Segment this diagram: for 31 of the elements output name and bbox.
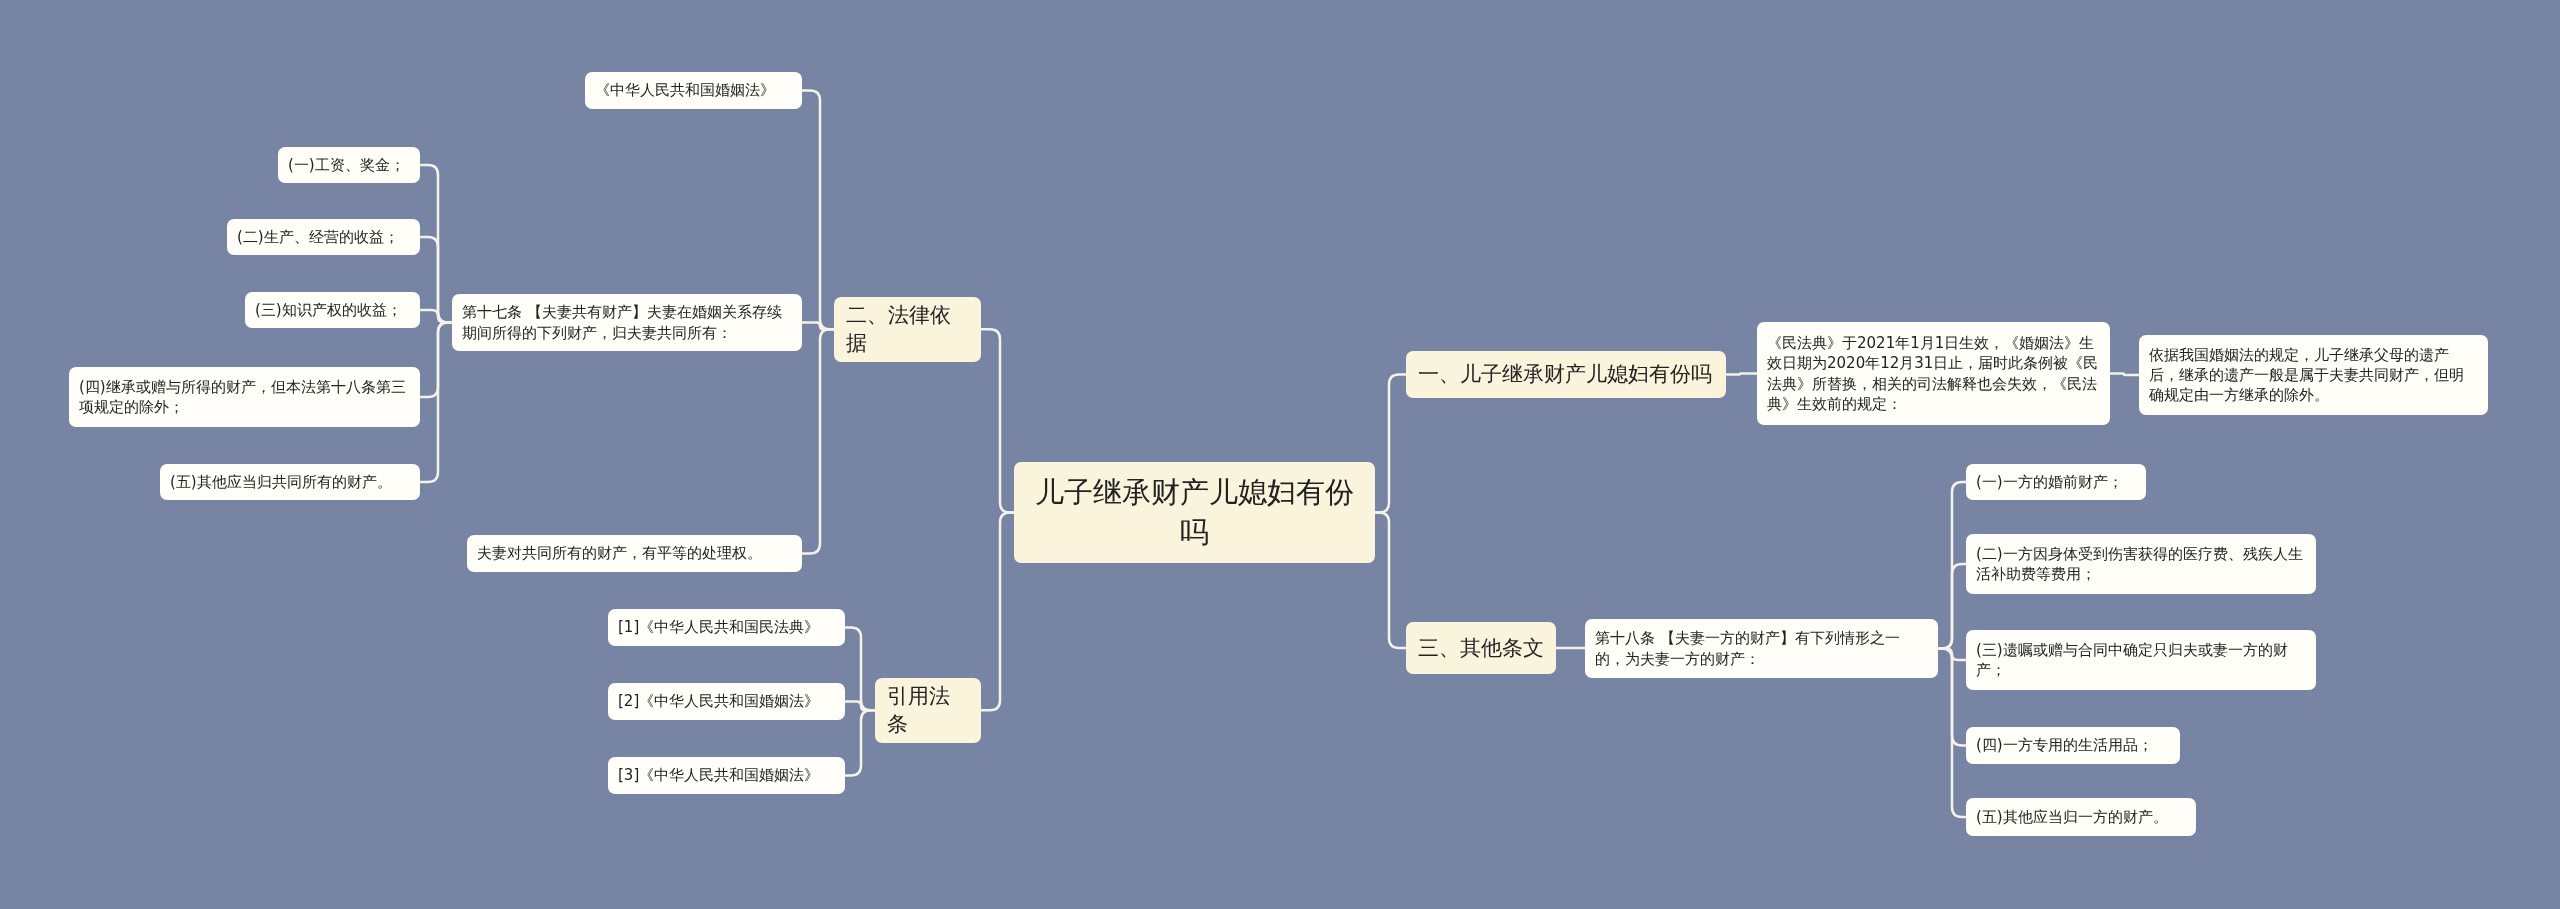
subtopic-box: 依据我国婚姻法的规定，儿子继承父母的遗产后，继承的遗产一般是属于夫妻共同财产，但明确规定由一方继承的除外。 [2139,335,2488,415]
subtopic-box: 第十七条 【夫妻共有财产】夫妻在婚姻关系存续期间所得的下列财产，归夫妻共同所有： [452,294,802,351]
subtopic-box: 夫妻对共同所有的财产，有平等的处理权。 [467,535,802,572]
central-topic-box: 儿子继承财产儿媳妇有份吗 [1014,462,1375,563]
subtopic-box: (一)一方的婚前财产； [1966,464,2146,500]
branch-topic-box: 引用法条 [875,678,981,743]
connector-line [1726,372,1757,376]
subtopic-box: (五)其他应当归一方的财产。 [1966,798,2196,836]
branch-topic-box: 三、其他条文 [1406,622,1556,674]
connector-line [981,511,1014,712]
subtopic-box: (二)生产、经营的收益； [227,219,420,255]
subtopic-box: (四)继承或赠与所得的财产，但本法第十八条第三项规定的除外； [69,367,420,427]
subtopic-box: 第十八条 【夫妻一方的财产】有下列情形之一的，为夫妻一方的财产： [1585,619,1938,678]
branch-topic-box: 一、儿子继承财产儿媳妇有份吗 [1406,351,1726,398]
connector-line [2110,372,2139,377]
subtopic-box: [1]《中华人民共和国民法典》 [608,609,845,646]
connector-line [1938,647,1966,819]
connector-line [802,328,834,555]
subtopic-box: 《民法典》于2021年1月1日生效，《婚姻法》生效日期为2020年12月31日止，届时此条例被《民法典》所替换，相关的司法解释也会失效，《民法典》生效前的规定： [1757,322,2110,425]
subtopic-box: 《中华人民共和国婚姻法》 [585,72,802,109]
subtopic-box: (三)知识产权的收益； [245,292,420,328]
connector-line [1556,646,1585,650]
subtopic-box: (二)一方因身体受到伤害获得的医疗费、残疾人生活补助费等费用； [1966,534,2316,594]
connector-line [420,321,452,484]
subtopic-box: (三)遗嘱或赠与合同中确定只归夫或妻一方的财产； [1966,630,2316,690]
branch-topic-box: 二、法律依据 [834,297,981,362]
subtopic-box: (一)工资、奖金； [278,147,420,183]
subtopic-box: [2]《中华人民共和国婚姻法》 [608,683,845,720]
subtopic-box: (五)其他应当归共同所有的财产。 [160,464,420,500]
subtopic-box: [3]《中华人民共和国婚姻法》 [608,757,845,794]
subtopic-box: (四)一方专用的生活用品； [1966,727,2180,764]
